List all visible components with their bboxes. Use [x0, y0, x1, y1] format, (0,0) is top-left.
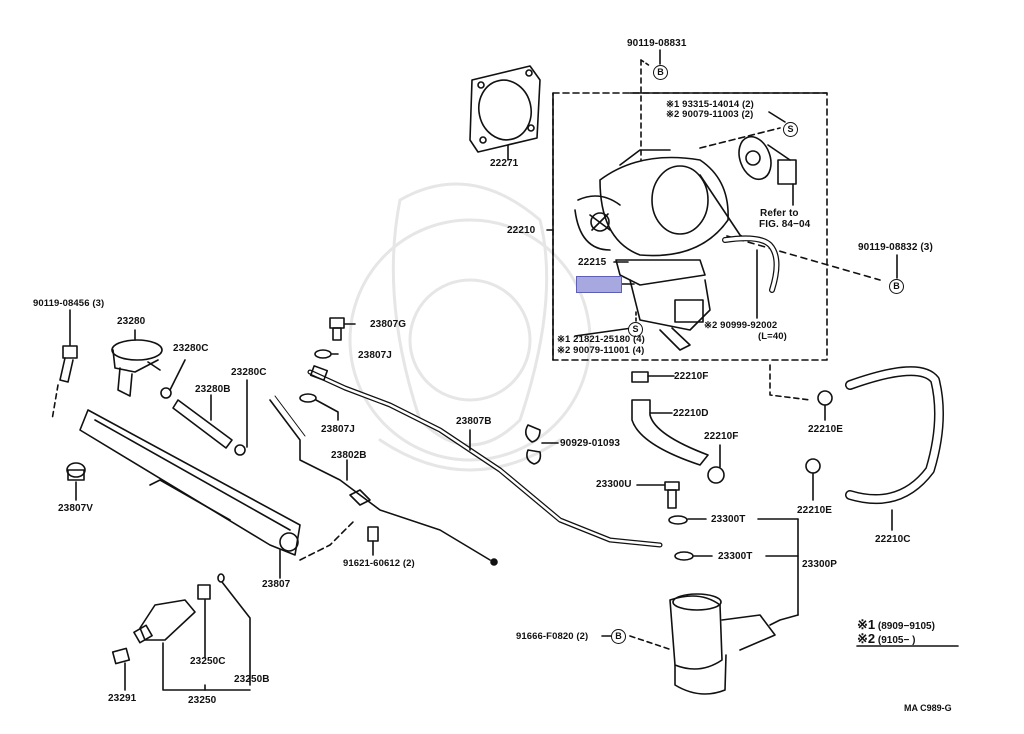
gasket-22271-drawing	[469, 65, 541, 161]
legend-range-2: (9105− )	[877, 635, 916, 646]
hose-23280b-drawing	[160, 359, 248, 456]
part-label-93315-14014[interactable]: ※1 93315-14014 (2)	[666, 99, 754, 110]
refer-to-label: Refer to	[760, 208, 799, 219]
grommet-drawing	[66, 462, 86, 501]
throttle-position-sensor-drawing	[699, 127, 881, 281]
legend-range-1: (8909−9105)	[877, 621, 935, 632]
part-label-22215[interactable]: 22215	[578, 257, 607, 268]
part-label-23250C[interactable]: 23250C	[190, 656, 226, 667]
fuel-filter-drawing	[601, 593, 776, 695]
screw-91621-drawing	[367, 526, 379, 556]
part-label-23807[interactable]: 23807	[262, 579, 291, 590]
part-label-23280[interactable]: 23280	[117, 316, 146, 327]
part-label-23807G[interactable]: 23807G	[370, 319, 407, 330]
return-pipe-drawing	[269, 395, 498, 566]
part-label-23807B[interactable]: 23807B	[456, 416, 492, 427]
part-label-22210[interactable]: 22210	[507, 225, 536, 236]
fuel-pipe-23807b-drawing	[307, 365, 663, 548]
part-label-23250B[interactable]: 23250B	[234, 674, 270, 685]
hose-22210d-drawing	[631, 371, 725, 484]
union-bolt-23300u-drawing	[636, 481, 799, 626]
part-label-23280B[interactable]: 23280B	[195, 384, 231, 395]
part-label-23300U[interactable]: 23300U	[596, 479, 632, 490]
part-label-23807V[interactable]: 23807V	[58, 503, 94, 514]
part-label-23807J-b[interactable]: 23807J	[321, 424, 355, 435]
part-label-22210D[interactable]: 22210D	[673, 408, 709, 419]
part-label-90079-11003[interactable]: ※2 90079-11003 (2)	[666, 109, 754, 120]
pressure-regulator-drawing	[111, 329, 163, 397]
bolt-90119-08456-drawing	[51, 309, 78, 421]
highlighted-part-label[interactable]	[576, 276, 622, 293]
legend-mark-2: ※2	[857, 631, 876, 646]
part-label-90119-08456[interactable]: 90119-08456 (3)	[33, 298, 105, 309]
part-label-22271[interactable]: 22271	[490, 158, 519, 169]
screw-symbol-iac: S	[628, 322, 643, 337]
legend-mark-1: ※1	[857, 617, 876, 632]
diagram-code: MA C989-G	[904, 703, 952, 713]
watermark-emblem	[348, 182, 592, 472]
part-label-90999-92002[interactable]: ※2 90999-92002	[704, 320, 778, 331]
part-label-22210F-b[interactable]: 22210F	[704, 431, 739, 442]
part-label-23300T-b[interactable]: 23300T	[718, 551, 753, 562]
screw-symbol-tps: S	[783, 122, 798, 137]
part-label-91621-60612[interactable]: 91621-60612 (2)	[343, 558, 415, 569]
bolt-symbol-right: B	[889, 279, 904, 294]
part-label-23802B[interactable]: 23802B	[331, 450, 367, 461]
part-label-90929-01093[interactable]: 90929-01093	[560, 438, 621, 449]
part-label-23300T-a[interactable]: 23300T	[711, 514, 746, 525]
part-label-91666-F0820[interactable]: 91666-F0820 (2)	[516, 631, 589, 642]
hose-22210c-drawing	[805, 366, 944, 531]
hose-length-note: (L=40)	[758, 331, 787, 342]
part-label-23250[interactable]: 23250	[188, 695, 217, 706]
part-label-23280C-a[interactable]: 23280C	[173, 343, 209, 354]
part-label-90119-08831[interactable]: 90119-08831	[627, 38, 687, 49]
part-label-90119-08832[interactable]: 90119-08832 (3)	[858, 242, 933, 253]
fuel-injector-drawing	[111, 573, 251, 691]
part-label-22210C[interactable]: 22210C	[875, 534, 911, 545]
part-label-22210E-b[interactable]: 22210E	[797, 505, 833, 516]
part-label-23807J-a[interactable]: 23807J	[358, 350, 392, 361]
fuel-rail-drawing	[79, 409, 356, 579]
bolt-symbol-filter: B	[611, 629, 626, 644]
legend-row-2: ※2 (9105− )	[857, 631, 935, 647]
part-label-22210E-a[interactable]: 22210E	[808, 424, 844, 435]
clip-90929-drawing	[524, 424, 559, 465]
part-label-21821-25180[interactable]: ※1 21821-25180 (4)	[557, 334, 645, 345]
part-label-23280C-b[interactable]: 23280C	[231, 367, 267, 378]
union-bolt-23807g-drawing	[299, 317, 356, 421]
part-label-23291[interactable]: 23291	[108, 693, 137, 704]
part-label-23300P[interactable]: 23300P	[802, 559, 838, 570]
part-label-22210F-a[interactable]: 22210F	[674, 371, 709, 382]
legend-row-1: ※1 (8909−9105)	[857, 617, 935, 633]
part-label-90079-11001[interactable]: ※2 90079-11001 (4)	[557, 345, 645, 356]
bolt-symbol-top: B	[653, 65, 668, 80]
figure-reference-link[interactable]: FIG. 84−04	[759, 219, 811, 230]
throttle-body-drawing	[574, 149, 749, 351]
date-range-legend: ※1 (8909−9105) ※2 (9105− )	[857, 617, 935, 647]
